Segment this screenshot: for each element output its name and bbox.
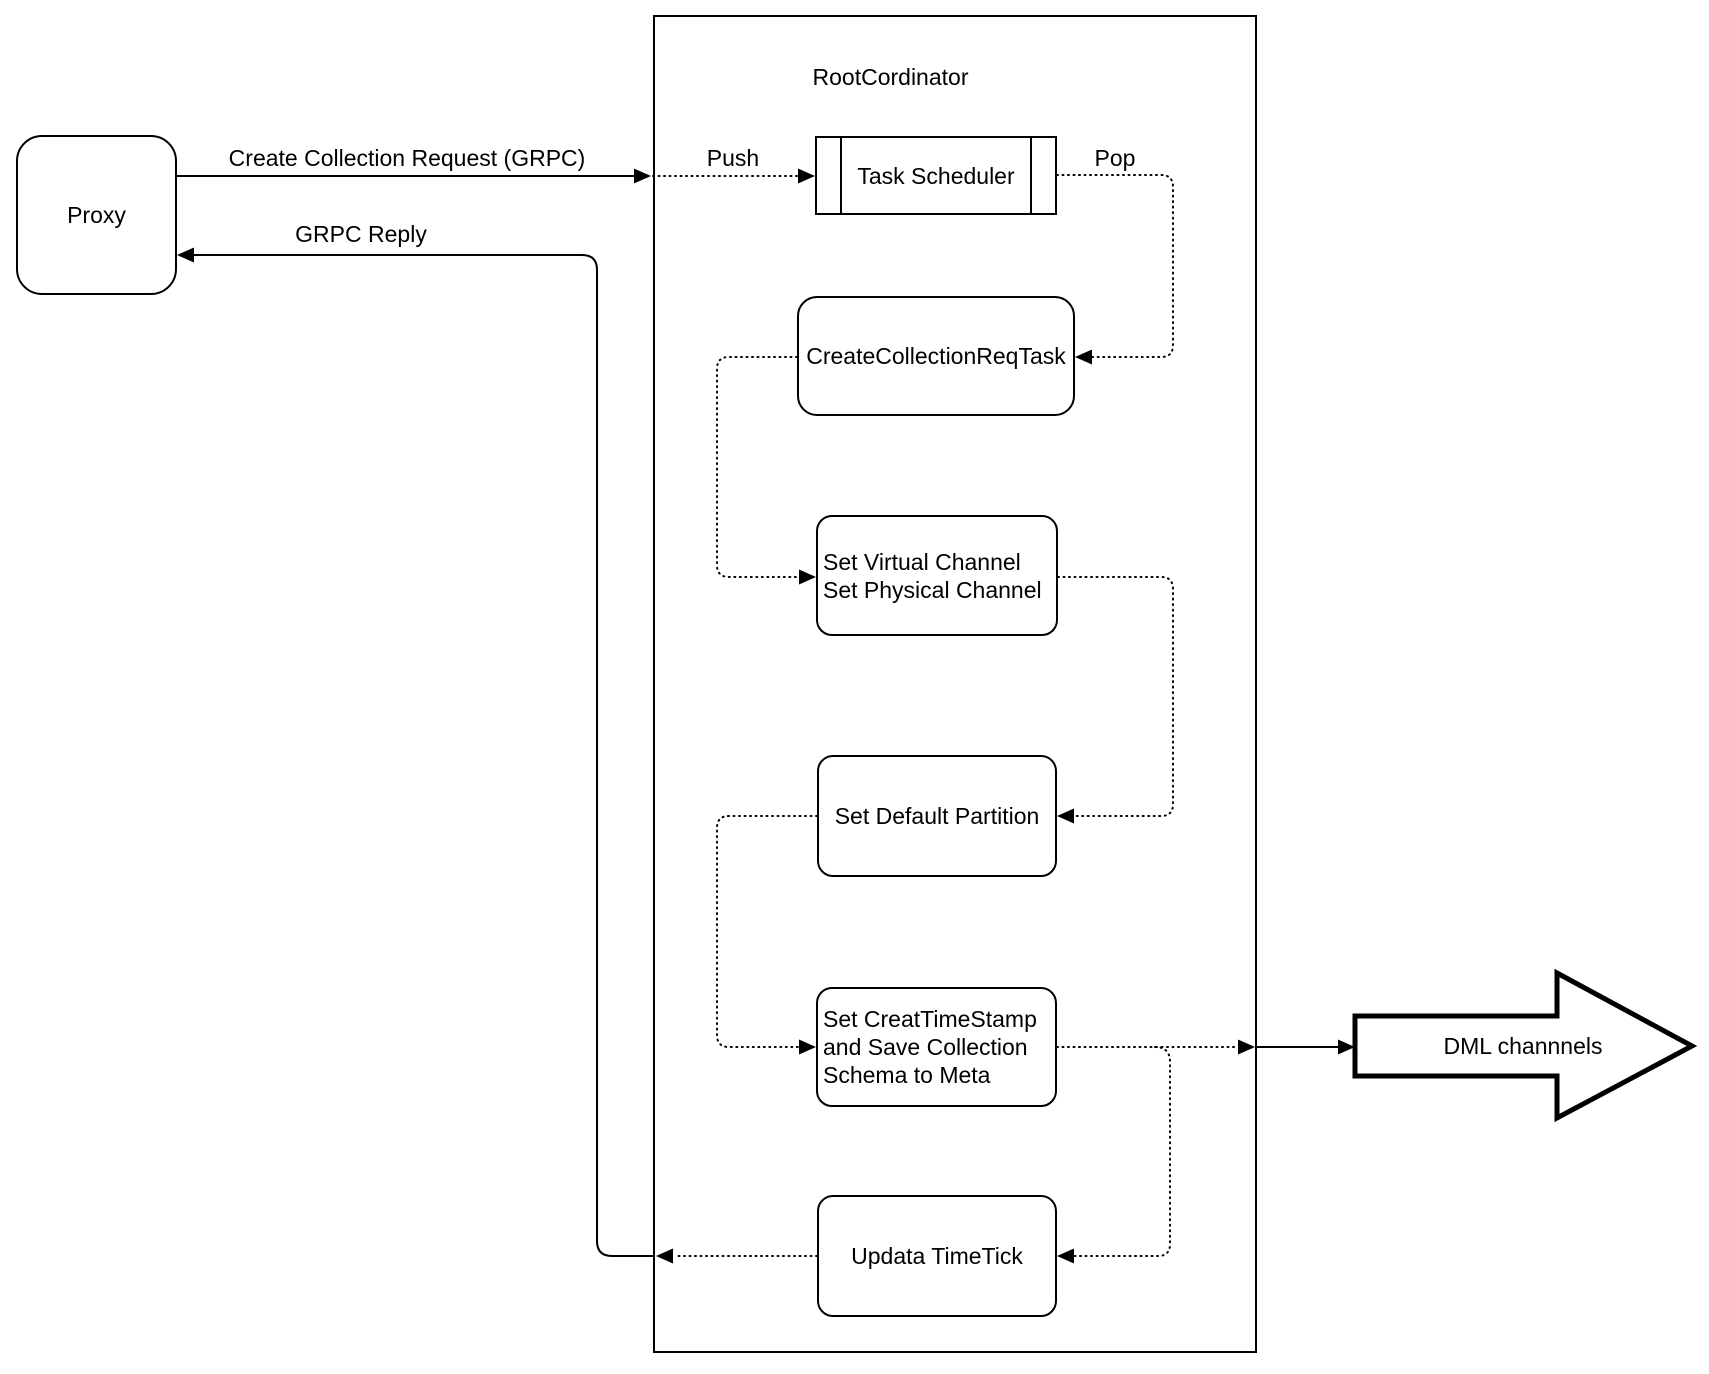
edge-create-request-arrowhead: [634, 168, 651, 184]
set-channels-label: Set Virtual Channel Set Physical Channel: [823, 548, 1042, 603]
edge-timestamp-to-timetick-arrowhead: [1057, 1248, 1074, 1264]
edge-partition-to-timestamp-arrowhead: [799, 1039, 816, 1055]
dml-channels-label: DML channnels: [1443, 1033, 1603, 1059]
rootcoordinator-title: RootCordinator: [812, 64, 969, 90]
edge-pop-arrowhead: [1075, 349, 1092, 365]
edge-push-arrowhead: [798, 168, 815, 184]
edge-timestamp-to-timetick-line: [1071, 1046, 1171, 1257]
rootcoordinator-container: [653, 15, 1257, 1353]
task-scheduler-right-bar: [1030, 138, 1032, 213]
proxy-node: Proxy: [16, 135, 177, 295]
edge-channels-to-partition-line: [1057, 576, 1174, 817]
task-scheduler-label: Task Scheduler: [857, 162, 1015, 189]
create-collection-req-task-label: CreateCollectionReqTask: [806, 343, 1066, 369]
edge-label-create-request: Create Collection Request (GRPC): [228, 145, 586, 171]
update-timetick-label: Updata TimeTick: [851, 1243, 1023, 1269]
edge-border-to-dml-arrowhead: [1338, 1039, 1355, 1055]
create-collection-req-task-node: CreateCollectionReqTask: [797, 296, 1075, 416]
set-timestamp-node: Set CreatTimeStamp and Save Collection S…: [816, 987, 1057, 1107]
set-timestamp-label: Set CreatTimeStamp and Save Collection S…: [823, 1006, 1037, 1088]
set-default-partition-label: Set Default Partition: [834, 803, 1040, 829]
set-channels-node: Set Virtual Channel Set Physical Channel: [816, 515, 1058, 636]
edge-grpc-reply-arrowhead: [177, 247, 194, 263]
edge-partition-to-timestamp-line: [716, 815, 818, 1048]
edge-cctask-to-channels-arrowhead: [799, 569, 816, 585]
edge-timetick-to-reply-arrowhead: [656, 1248, 673, 1264]
dml-channels-arrow-shape: [1352, 968, 1698, 1123]
edge-label-push: Push: [706, 145, 760, 171]
task-scheduler-left-bar: [840, 138, 842, 213]
edge-cctask-to-channels-line: [716, 356, 802, 578]
update-timetick-node: Updata TimeTick: [817, 1195, 1057, 1317]
proxy-label: Proxy: [67, 202, 126, 228]
task-scheduler-node: Task Scheduler: [815, 136, 1057, 215]
edge-grpc-reply-line: [194, 254, 653, 1257]
edge-label-pop: Pop: [1094, 145, 1136, 171]
set-default-partition-node: Set Default Partition: [817, 755, 1057, 877]
edge-label-grpc-reply: GRPC Reply: [295, 221, 427, 247]
edge-timestamp-to-border-arrowhead: [1238, 1039, 1255, 1055]
edge-channels-to-partition-arrowhead: [1057, 808, 1074, 824]
